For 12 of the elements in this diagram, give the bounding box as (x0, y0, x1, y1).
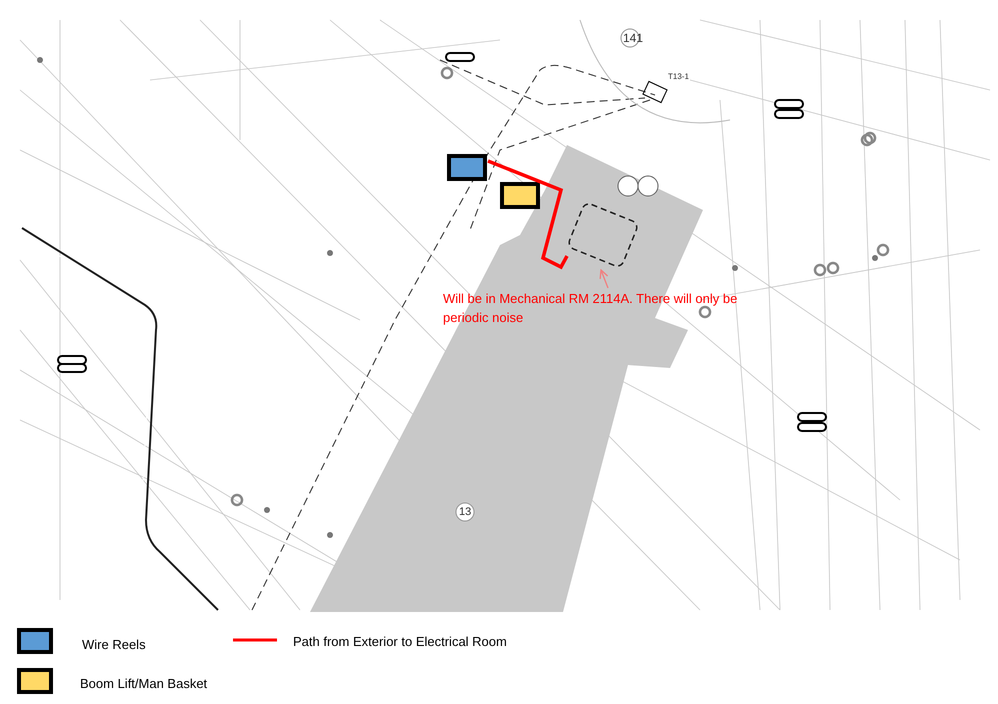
legend-text: Wire Reels (82, 637, 146, 652)
arrow (600, 269, 609, 288)
map-label: 141 (623, 31, 644, 45)
legend-text: Boom Lift/Man Basket (80, 676, 208, 691)
route-line (487, 159, 569, 270)
equipment-marker (447, 154, 487, 181)
annotation-note: Will be in Mechanical RM 2114A. There will only be periodic noise (443, 289, 783, 327)
map-label: 13 (459, 506, 472, 518)
legend-text: Path from Exterior to Electrical Room (293, 634, 507, 649)
equipment-marker (500, 182, 540, 209)
room-outline (567, 201, 639, 269)
map-label: T13-1 (668, 72, 689, 81)
